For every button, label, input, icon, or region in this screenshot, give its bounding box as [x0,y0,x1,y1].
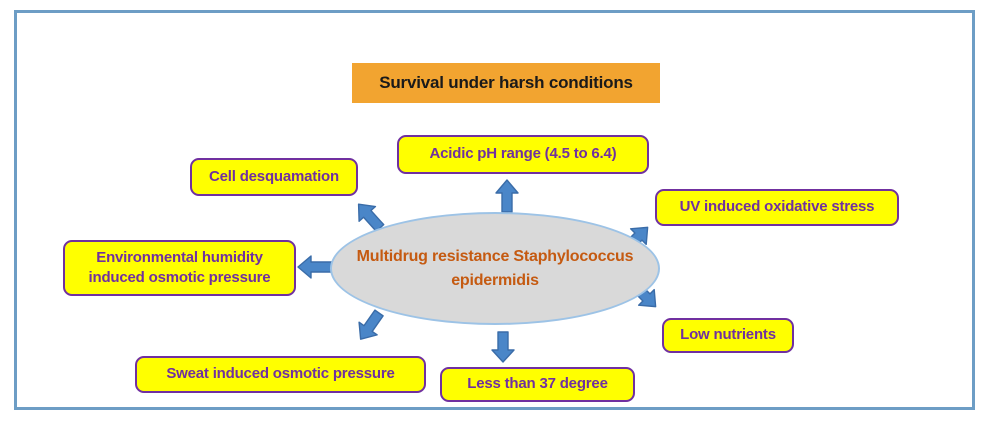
condition-box-less-than-37: Less than 37 degree [440,367,635,402]
condition-box-environmental-humidity: Environmental humidity induced osmotic p… [63,240,296,296]
central-node-label-line2: epidermidis [451,271,539,289]
central-node-label-line1: Multidrug resistance Staphylococcus [356,247,634,265]
condition-box-uv-oxidative-stress: UV induced oxidative stress [655,189,899,226]
condition-box-acidic-ph: Acidic pH range (4.5 to 6.4) [397,135,649,174]
condition-box-cell-desquamation: Cell desquamation [190,158,358,196]
condition-box-low-nutrients: Low nutrients [662,318,794,353]
central-node: Multidrug resistance Staphylococcus epid… [330,212,660,325]
condition-box-sweat-osmotic: Sweat induced osmotic pressure [135,356,426,393]
figure-title: Survival under harsh conditions [352,63,660,103]
